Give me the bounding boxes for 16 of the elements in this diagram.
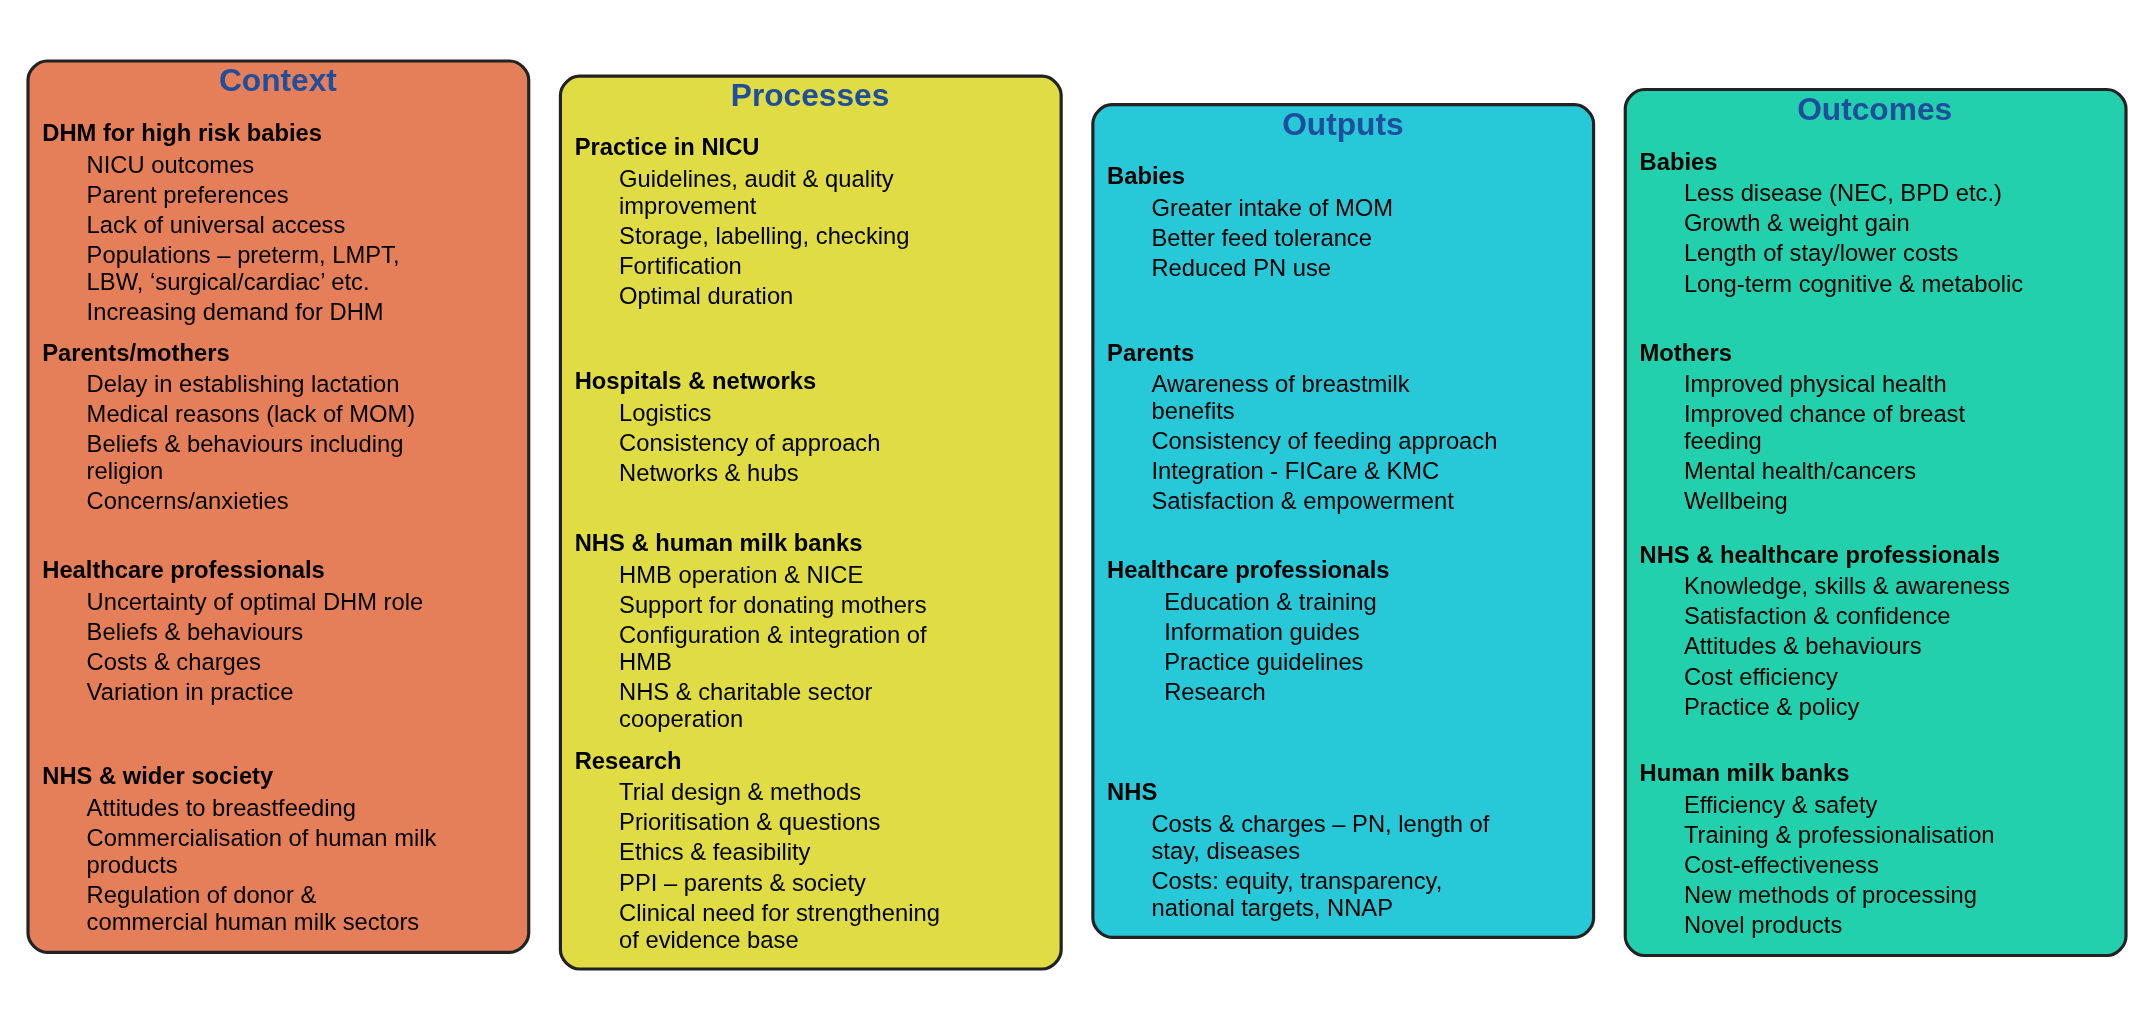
node-text: Healthcare professionals Uncertainty of optimal DHM role Beliefs & behaviours Costs & charges Variation in practice: [42, 556, 424, 706]
node-text: Babies Greater intake of MOM Better feed tolerance Reduced PN use: [1107, 161, 1394, 281]
node-text: NHS Costs & charges – PN, length of stay, diseases Costs: equity, transparency, national targets, NNAP: [1107, 778, 1490, 921]
node-text: Research Trial design & methods Prioritisation & questions Ethics & feasibility PPI – parents & society Clinical need for strengthening of evidence base: [574, 746, 940, 953]
node-text: Human milk banks Efficiency & safety Training & professionalisation Cost-effectiveness New methods of processing Novel products: [1639, 759, 1995, 939]
node-text: NHS & wider society Attitudes to breastfeeding Commercialisation of human milk products Regulation of donor & commercial human milk sectors: [42, 762, 437, 936]
node-text: Healthcare professionals Education & training Information guides Practice guidelines Research: [1107, 556, 1390, 706]
node-text: DHM for high risk babies NICU outcomes Parent preferences Lack of universal access Populations – preterm, LMPT, LBW, ‘surgical/cardiac’ etc. Increasing demand for DHM: [42, 119, 400, 326]
node-text: NHS & healthcare professionals Knowledge, skills & awareness Satisfaction & confidence Attitudes & behaviours Cost efficiency Practice & policy: [1639, 540, 2010, 720]
node-text: Babies Less disease (NEC, BPD etc.) Growth & weight gain Length of stay/lower costs Long-term cognitive & metabolic: [1639, 147, 2024, 297]
node-text: Hospitals & networks Logistics Consistency of approach Networks & hubs: [574, 367, 881, 486]
node-text: Practice in NICU Guidelines, audit & quality improvement Storage, labelling, checking Fortification Optimal duration: [574, 133, 910, 310]
node-text: Parents Awareness of breastmilk benefits Consistency of feeding approach Integration - FICare & KMC Satisfaction & empowerment: [1107, 338, 1498, 515]
node-text: Parents/mothers Delay in establishing lactation Medical reasons (lack of MOM) Beliefs & behaviours including religion Concerns/anxieties: [42, 338, 416, 515]
node-text: NHS & human milk banks HMB operation & NICE Support for donating mothers Configuration & integration of HMB NHS & charitable sector cooperation: [574, 529, 927, 733]
node-text: Mothers Improved physical health Improved chance of breast feeding Mental health/cancers Wellbeing: [1639, 338, 1966, 515]
